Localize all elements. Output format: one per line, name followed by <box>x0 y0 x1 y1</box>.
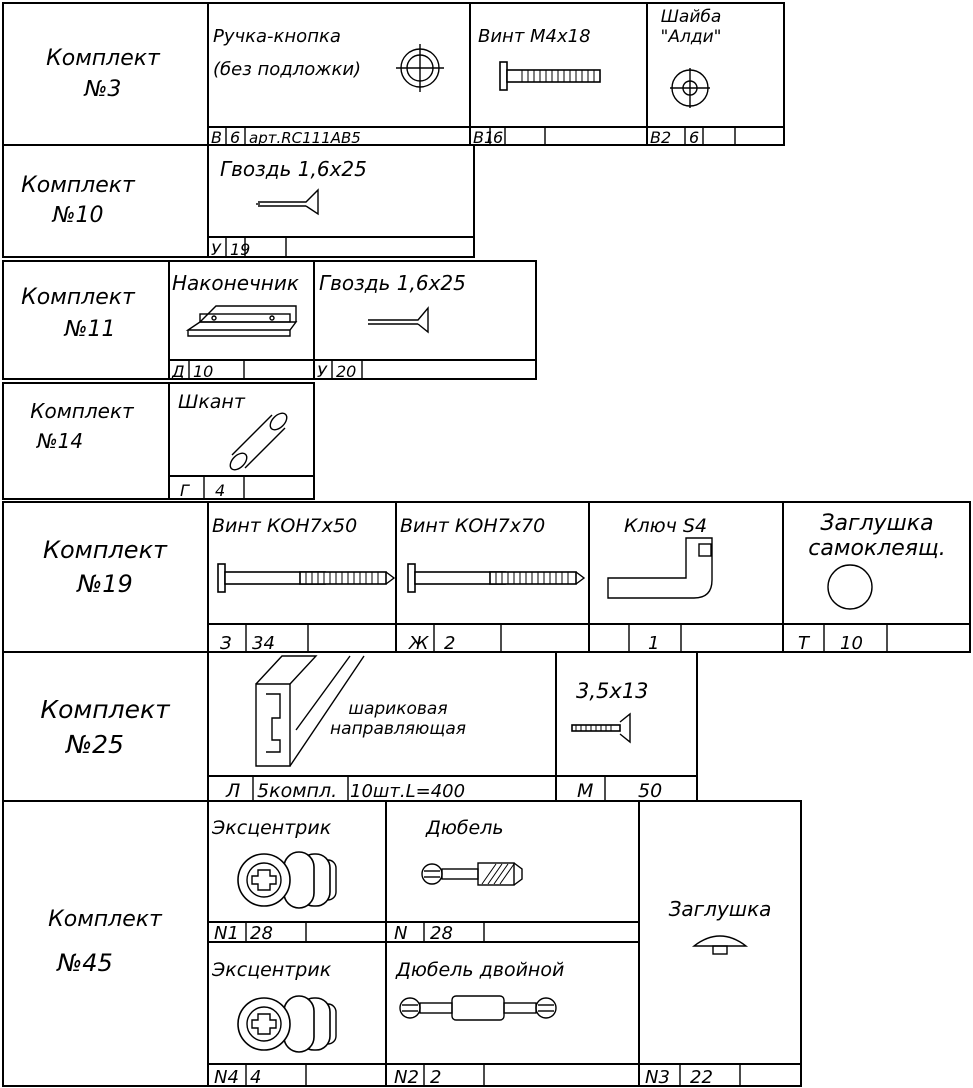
item-code: N4 <box>214 1067 239 1088</box>
kit-3: Комплект №3 Ручка-кнопка (без подложки) … <box>2 2 785 147</box>
item-qty: 28 <box>430 923 453 944</box>
kit-19: Комплект №19 Винт КОН7х50 З 34 Винт КОН7… <box>2 501 971 654</box>
item-article: 10шт.L=400 <box>350 781 465 802</box>
item-name: самоклеящ. <box>808 536 945 561</box>
item-qty: 4 <box>250 1067 261 1088</box>
item-code: З <box>220 633 232 654</box>
item-code: У <box>211 240 222 259</box>
double-bolt-icon <box>399 995 557 1021</box>
kit-25: Комплект №25 шариковая направляющая Л 5к… <box>2 651 698 802</box>
item-qty: 10 <box>840 633 863 654</box>
ball-slide-icon <box>255 655 365 767</box>
item-code: М <box>577 780 593 802</box>
item-code: Т <box>798 633 811 654</box>
item-qty: 6 <box>689 128 699 147</box>
kit-title: Комплект <box>43 536 168 564</box>
item-name: Шайба <box>661 7 722 27</box>
item-code: У <box>317 362 328 381</box>
item-code: Д <box>171 362 185 381</box>
item-qty: 20 <box>336 362 356 381</box>
item-name: Эксцентрик <box>211 959 332 981</box>
hex-key-icon <box>607 537 713 599</box>
kit-45: Комплект №45 Эксцентрик N1 28 Дюбель <box>2 800 802 1088</box>
item-code: В1 <box>473 128 494 147</box>
dowel-pin-icon <box>229 412 288 471</box>
screw-icon <box>499 61 601 91</box>
kit-title: Комплект <box>21 173 136 198</box>
item-name: Гвоздь 1,6х25 <box>319 271 466 295</box>
cam-lock-icon <box>237 851 337 909</box>
item-name: Заглушка <box>669 897 772 921</box>
adhesive-cap-icon <box>827 564 873 610</box>
nail-icon <box>256 188 319 216</box>
item-name: шариковая <box>348 699 447 719</box>
kit-11: Комплект №11 Наконечник Д 10 Гвоздь 1,6х… <box>2 260 537 381</box>
item-code: Ж <box>408 633 429 654</box>
kit-title: Комплект <box>46 46 161 71</box>
cap-icon <box>691 935 749 955</box>
item-name: Ключ S4 <box>624 515 707 537</box>
item-name: Дюбель двойной <box>395 959 564 981</box>
item-name: Винт КОН7х50 <box>212 515 357 537</box>
item-name: Дюбель <box>425 817 504 839</box>
item-code: Л <box>225 780 240 802</box>
item-code: В <box>211 128 222 147</box>
wood-screw-icon <box>571 712 631 744</box>
item-code: N1 <box>214 923 239 944</box>
washer-icon <box>670 68 710 108</box>
item-name: Заглушка <box>820 511 933 536</box>
item-qty: 19 <box>230 240 250 259</box>
item-qty: 1 <box>648 633 659 654</box>
nail-icon <box>368 306 429 334</box>
item-qty: 6 <box>493 128 503 147</box>
kit-number: №19 <box>75 570 133 598</box>
kit-number: №11 <box>64 317 116 342</box>
item-code: N2 <box>394 1067 419 1088</box>
item-code: В2 <box>650 128 671 147</box>
item-qty: 5компл. <box>257 780 337 802</box>
item-name: Ручка-кнопка <box>213 26 341 47</box>
kit-10: Комплект №10 Гвоздь 1,6х25 У 19 <box>2 144 475 259</box>
item-qty: 28 <box>250 923 273 944</box>
item-code: N3 <box>645 1067 670 1088</box>
item-name: направляющая <box>330 719 466 739</box>
item-qty: 6 <box>230 128 240 147</box>
confirmat-screw-icon <box>217 563 396 593</box>
kit-14: Комплект №14 Шкант Г 4 <box>2 382 315 500</box>
item-name: (без подложки) <box>213 59 361 80</box>
kit-title: Комплект <box>21 285 136 310</box>
kit-number: №14 <box>36 429 83 453</box>
item-qty: 10 <box>193 362 213 381</box>
item-name: 3,5х13 <box>576 679 649 703</box>
item-name: Шкант <box>178 391 246 413</box>
item-qty: 2 <box>430 1067 441 1088</box>
item-name: Наконечник <box>172 271 299 295</box>
item-article: арт.RC111AB5 <box>249 129 361 147</box>
confirmat-screw-icon <box>407 563 586 593</box>
item-qty: 34 <box>252 633 275 654</box>
item-name: Эксцентрик <box>211 817 332 839</box>
item-code: N <box>394 923 407 944</box>
item-name: Винт КОН7х70 <box>400 515 545 537</box>
knob-icon <box>396 44 444 92</box>
kit-number: №25 <box>64 730 124 759</box>
item-qty: 4 <box>215 481 225 500</box>
kit-number: №10 <box>52 203 104 228</box>
kit-title: Комплект <box>48 907 163 932</box>
kit-number: №3 <box>84 77 122 102</box>
cam-bolt-icon <box>421 862 523 886</box>
item-name: Гвоздь 1,6х25 <box>220 157 367 181</box>
cam-lock-icon <box>237 995 337 1053</box>
item-name: Винт М4х18 <box>478 26 591 47</box>
item-code: Г <box>180 481 190 500</box>
item-qty: 2 <box>444 633 455 654</box>
kit-title: Комплект <box>40 695 171 724</box>
item-name: "Алди" <box>661 27 722 47</box>
tip-bracket-icon <box>185 305 298 337</box>
kit-title: Комплект <box>30 399 135 423</box>
kit-number: №45 <box>55 949 113 977</box>
item-qty: 50 <box>638 780 662 802</box>
item-qty: 22 <box>690 1067 713 1088</box>
